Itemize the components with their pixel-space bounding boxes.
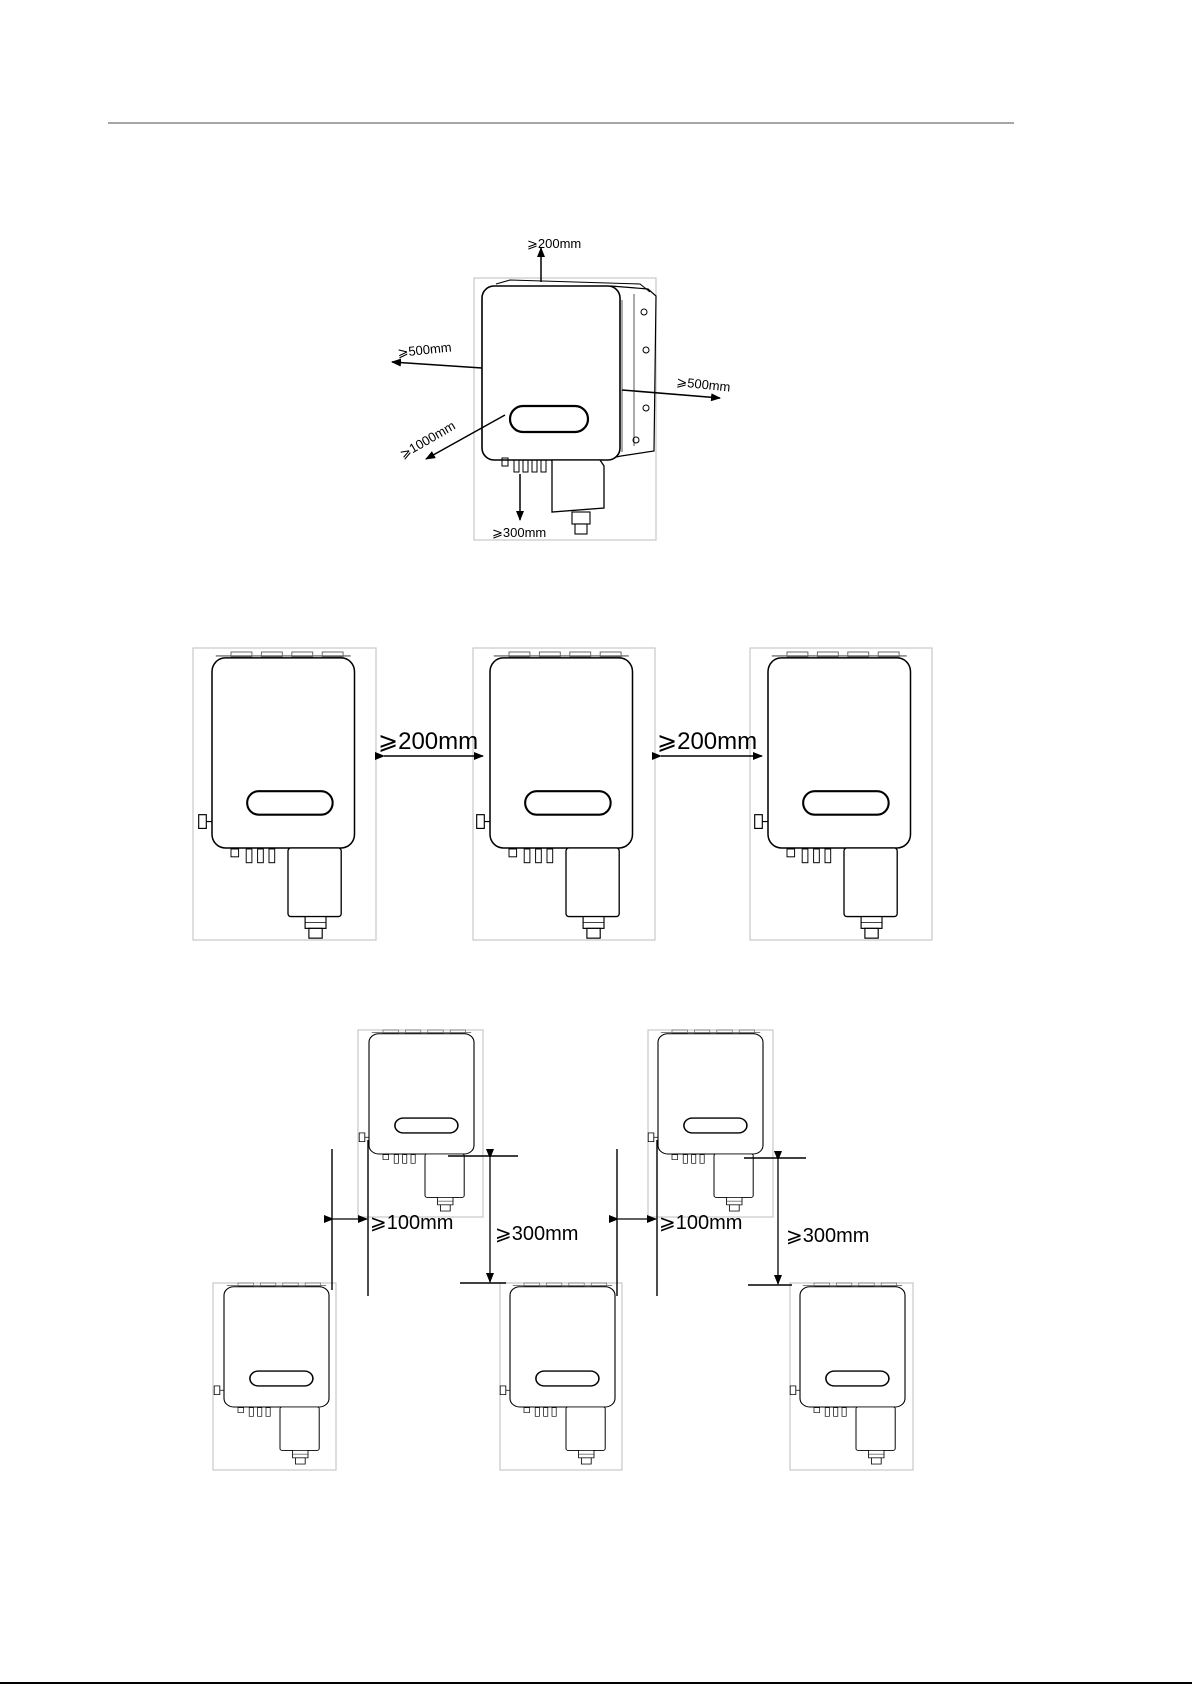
inverter-lower-right [790, 1283, 905, 1464]
clearance-view-figure: ⩾200mm ⩾500mm ⩾500mm ⩾1000mm ⩾300mm [392, 236, 731, 540]
inverter-unit-3 [755, 652, 911, 938]
label-left-clearance: ⩾500mm [397, 339, 453, 360]
staggered-figure: ⩾100mm ⩾300mm ⩾100mm ⩾300mm [213, 1030, 913, 1470]
label-front-clearance: ⩾1000mm [397, 418, 458, 462]
inverter-unit-2 [477, 652, 633, 938]
inverter-upper-right [648, 1030, 763, 1211]
label-right-vertical: ⩾300mm [786, 1225, 869, 1247]
label-right-clearance: ⩾500mm [676, 374, 732, 395]
label-left-vertical: ⩾300mm [495, 1223, 578, 1245]
display-window [510, 406, 588, 432]
inverter-front-panel [482, 286, 620, 460]
inverter-unit-1 [199, 652, 355, 938]
label-left-horizontal: ⩾100mm [370, 1212, 453, 1234]
inverter-lower-middle [500, 1283, 615, 1464]
arrow-left-clearance [392, 362, 482, 368]
label-top-clearance: ⩾200mm [527, 236, 581, 251]
label-gap-1: ⩾200mm [378, 728, 478, 755]
side-by-side-figure: ⩾200mm ⩾200mm [193, 648, 932, 940]
label-right-horizontal: ⩾100mm [659, 1212, 742, 1234]
junction-box [552, 460, 604, 512]
inverter-upper-left [359, 1030, 474, 1211]
label-gap-2: ⩾200mm [657, 728, 757, 755]
label-bottom-clearance: ⩾300mm [492, 525, 546, 540]
inverter-lower-left [214, 1283, 329, 1464]
